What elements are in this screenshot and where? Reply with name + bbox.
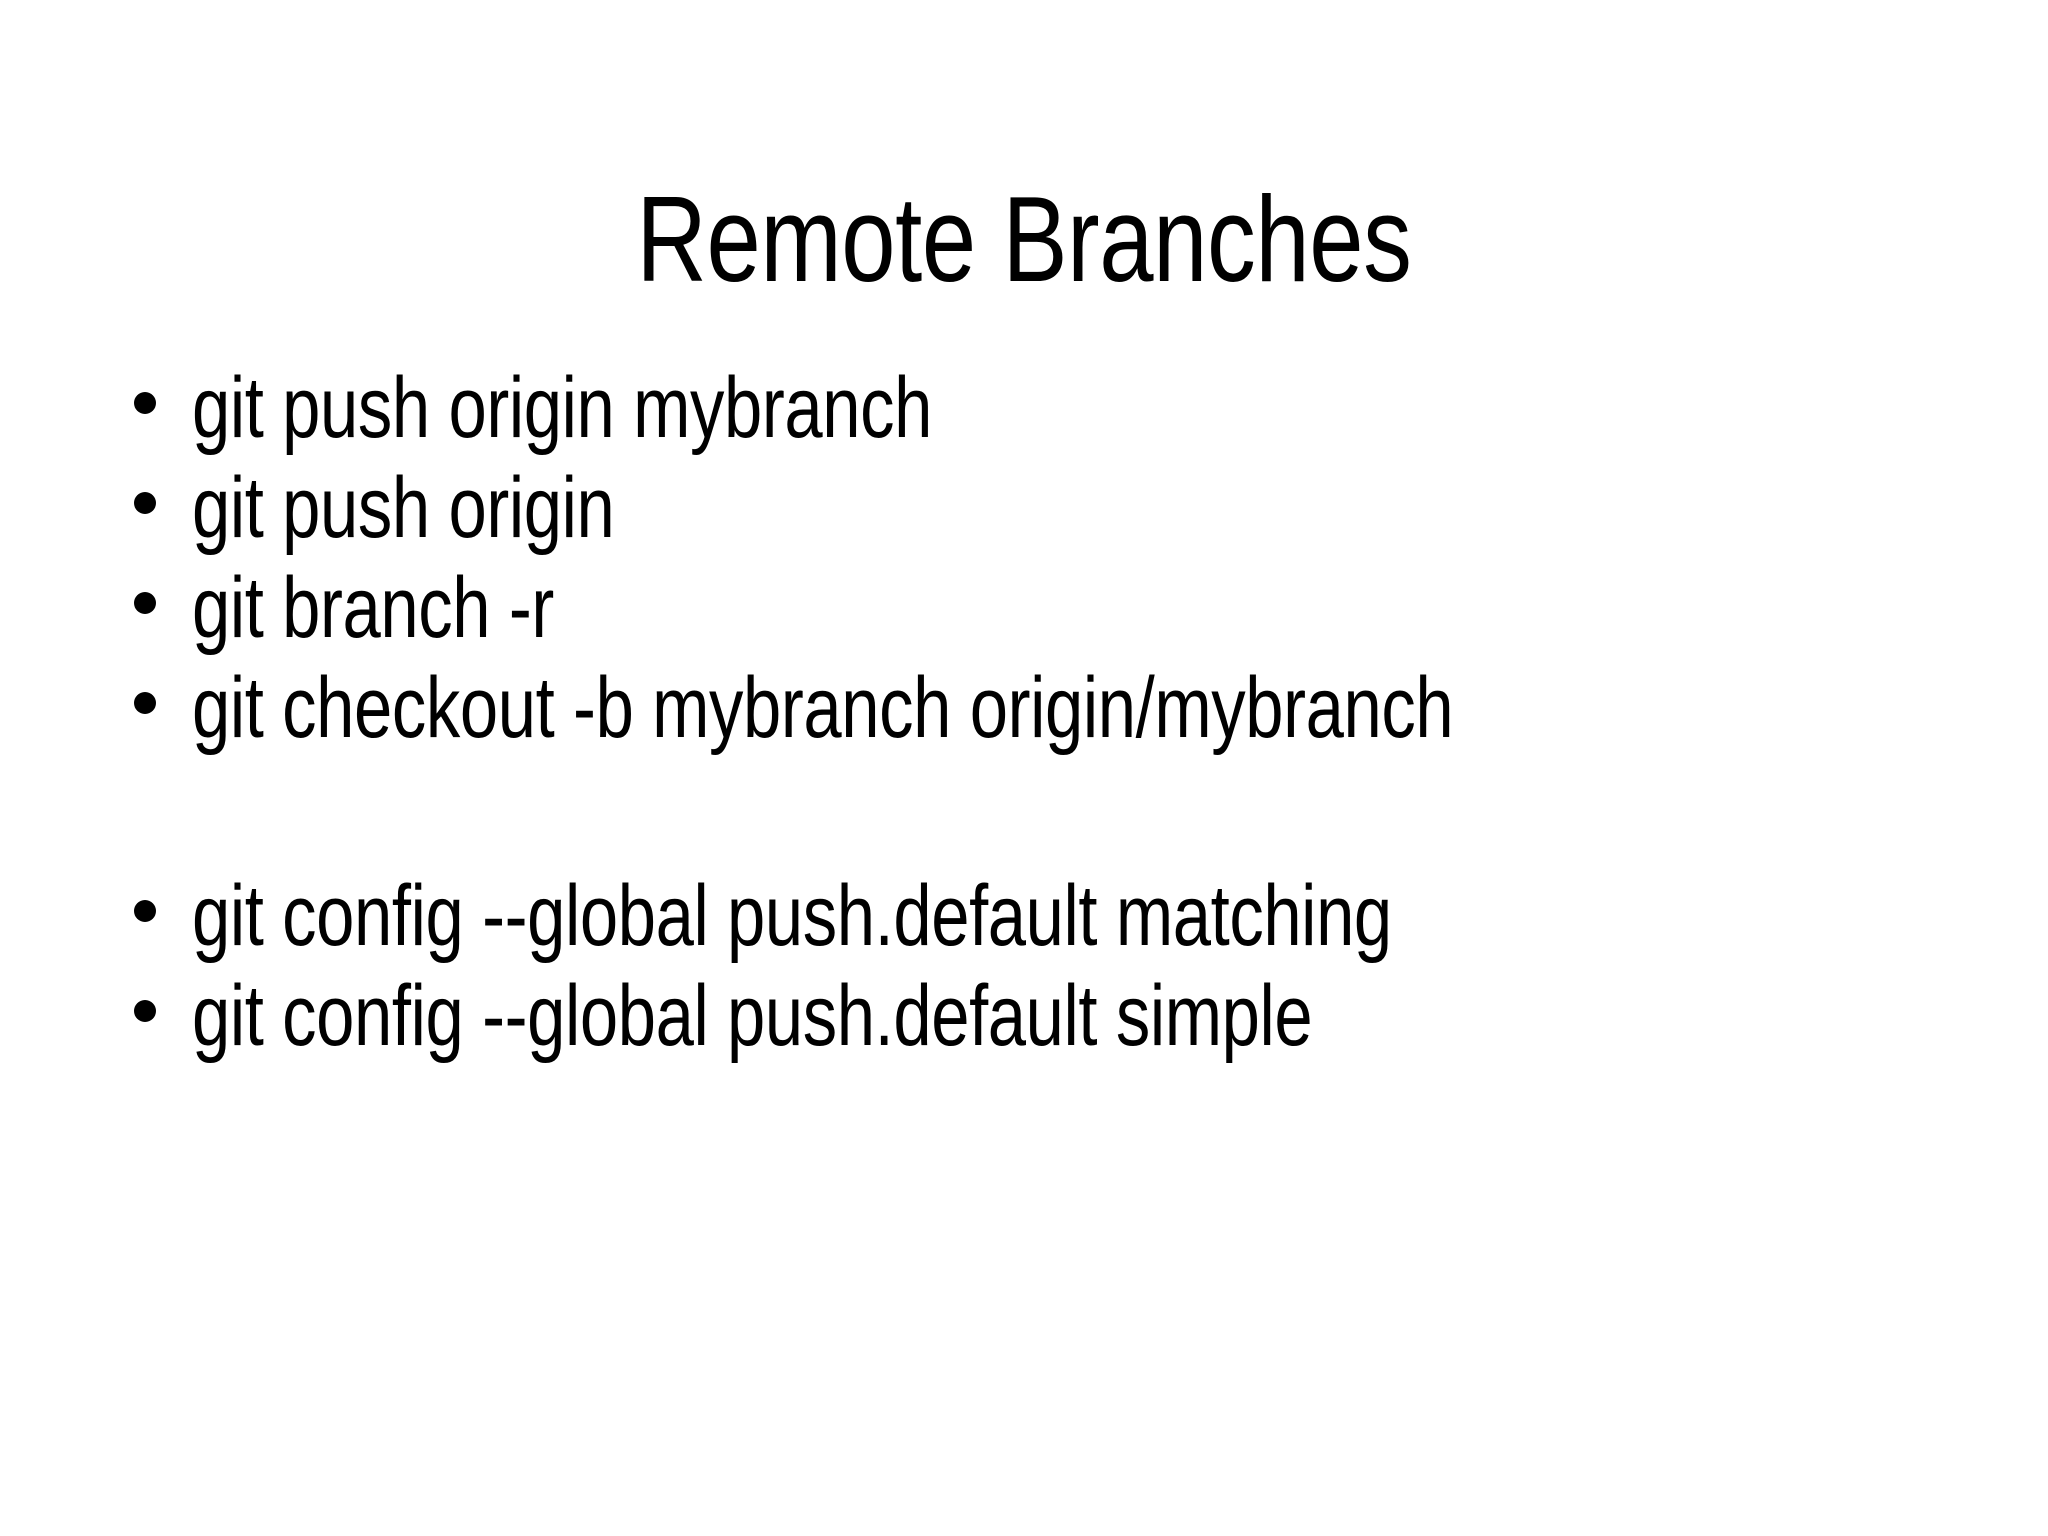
bullet-point-icon: [134, 900, 156, 922]
list-item: git push origin mybranch: [118, 358, 2008, 458]
bullet-point-icon: [134, 392, 156, 414]
list-item-label: git checkout -b mybranch origin/mybranch: [192, 660, 1454, 756]
list-item-label: git config --global push.default matchin…: [192, 868, 1392, 964]
list-item: git push origin: [118, 458, 2008, 558]
slide-title: Remote Branches: [636, 170, 1412, 307]
list-item: git branch -r: [118, 558, 2008, 658]
list-item: git config --global push.default simple: [118, 966, 2008, 1066]
list-item-label: git branch -r: [192, 560, 554, 656]
list-item-spacer: [118, 758, 2008, 866]
bullet-point-icon: [134, 1000, 156, 1022]
list-item-label: git push origin: [192, 460, 615, 556]
bullet-point-icon: [134, 492, 156, 514]
list-item: git config --global push.default matchin…: [118, 866, 2008, 966]
bullet-point-icon: [134, 592, 156, 614]
bullet-list: git push origin mybranch git push origin…: [118, 358, 2008, 1066]
bullet-point-icon: [134, 692, 156, 714]
list-item-label: git config --global push.default simple: [192, 968, 1313, 1064]
list-item-label: git push origin mybranch: [192, 360, 932, 456]
list-item: git checkout -b mybranch origin/mybranch: [118, 658, 2008, 758]
